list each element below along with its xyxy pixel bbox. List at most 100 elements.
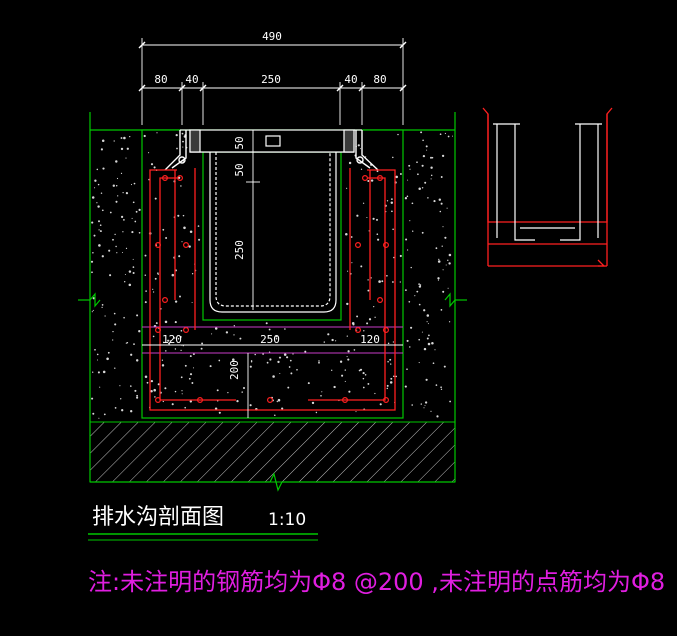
speckle-dot (157, 273, 159, 275)
speckle-dot (381, 280, 384, 283)
speckle-dot (112, 238, 114, 241)
speckle-dot (376, 233, 379, 235)
speckle-dot (446, 207, 448, 209)
speckle-dot (373, 306, 375, 308)
speckle-dot (168, 342, 171, 345)
speckle-dot (283, 353, 287, 356)
speckle-dot (278, 356, 282, 359)
speckle-dot (423, 407, 425, 409)
speckle-dot (441, 245, 443, 247)
speckle-dot (124, 273, 126, 276)
speckle-dot (120, 147, 124, 151)
speckle-dot (114, 323, 117, 326)
speckle-dot (96, 168, 99, 171)
speckle-dot (132, 201, 135, 204)
speckle-dot (236, 399, 239, 403)
dim-base-mid: 250 (260, 333, 280, 346)
concrete-channel (141, 129, 404, 419)
speckle-dot (218, 359, 221, 362)
dim-top-seg-4: 40 (344, 73, 357, 86)
speckle-dot (123, 136, 126, 140)
speckle-dot (422, 139, 424, 142)
speckle-dot (112, 184, 115, 187)
speckle-dot (344, 369, 346, 371)
speckle-dot (331, 369, 333, 371)
speckle-dot (442, 269, 444, 271)
speckle-dot (359, 368, 363, 371)
speckle-dot (97, 371, 100, 374)
speckle-dot (233, 334, 235, 336)
speckle-dot (97, 205, 100, 208)
speckle-dot (418, 303, 421, 306)
speckle-dot (404, 385, 407, 388)
speckle-dot (266, 361, 269, 364)
speckle-dot (421, 331, 423, 333)
speckle-dot (175, 133, 178, 137)
speckle-dot (428, 334, 430, 337)
speckle-dot (99, 386, 101, 388)
speckle-dot (268, 328, 271, 331)
speckle-dot (448, 253, 452, 257)
speckle-dot (430, 156, 432, 159)
speckle-dot (189, 400, 193, 403)
speckle-dot (179, 335, 182, 338)
speckle-dot (162, 400, 164, 403)
speckle-dot (144, 301, 147, 304)
speckle-dot (440, 309, 443, 311)
speckle-dot (339, 360, 343, 363)
speckle-dot (374, 316, 376, 318)
speckle-dot (360, 168, 363, 170)
speckle-dot (121, 409, 124, 412)
speckle-dot (188, 377, 191, 380)
speckle-dot (91, 311, 93, 313)
speckle-dot (389, 381, 393, 384)
speckle-dot (122, 231, 124, 233)
speckle-dot (441, 154, 445, 158)
speckle-dot (114, 407, 117, 409)
speckle-dot (378, 280, 381, 283)
speckle-dot (439, 210, 442, 213)
speckle-dot (249, 365, 252, 368)
speckle-dot (227, 391, 229, 394)
speckle-dot (440, 386, 442, 389)
speckle-dot (390, 363, 392, 365)
speckle-dot (426, 149, 428, 151)
speckle-dot (98, 244, 101, 247)
speckle-dot (169, 340, 171, 342)
speckle-dot (418, 338, 421, 341)
speckle-dot (120, 137, 123, 139)
speckle-dot (113, 140, 115, 142)
speckle-dot (420, 131, 423, 134)
speckle-dot (434, 349, 436, 351)
rebar-dots (155, 175, 390, 404)
speckle-dot (164, 320, 168, 324)
speckle-dot (133, 343, 135, 345)
drawing-note: 注:未注明的钢筋均为Φ8 @200 ,未注明的点筋均为Φ8 (88, 568, 665, 596)
speckle-dot (350, 236, 353, 238)
speckle-dot (335, 340, 337, 342)
speckle-dot (437, 279, 439, 281)
speckle-dot (200, 347, 203, 350)
speckle-dot (379, 403, 382, 406)
speckle-dot (123, 316, 125, 319)
speckle-dot (318, 361, 320, 364)
soil-speckle (90, 131, 454, 419)
speckle-dot (359, 148, 361, 150)
speckle-dot (91, 271, 93, 274)
speckle-dot (165, 350, 167, 352)
speckle-dot (115, 245, 117, 248)
speckle-dot (131, 231, 134, 234)
speckle-dot (179, 295, 181, 298)
speckle-dot (173, 337, 176, 339)
dim-depth-main: 250 (233, 240, 246, 260)
speckle-dot (99, 230, 102, 233)
speckle-dot (391, 210, 393, 213)
speckle-dot (125, 157, 127, 159)
speckle-dot (366, 322, 369, 325)
speckle-dot (162, 341, 165, 344)
speckle-dot (393, 256, 395, 259)
speckle-dot (409, 346, 411, 348)
speckle-dot (96, 202, 98, 204)
speckle-dot (292, 353, 294, 355)
speckle-dot (424, 401, 428, 404)
